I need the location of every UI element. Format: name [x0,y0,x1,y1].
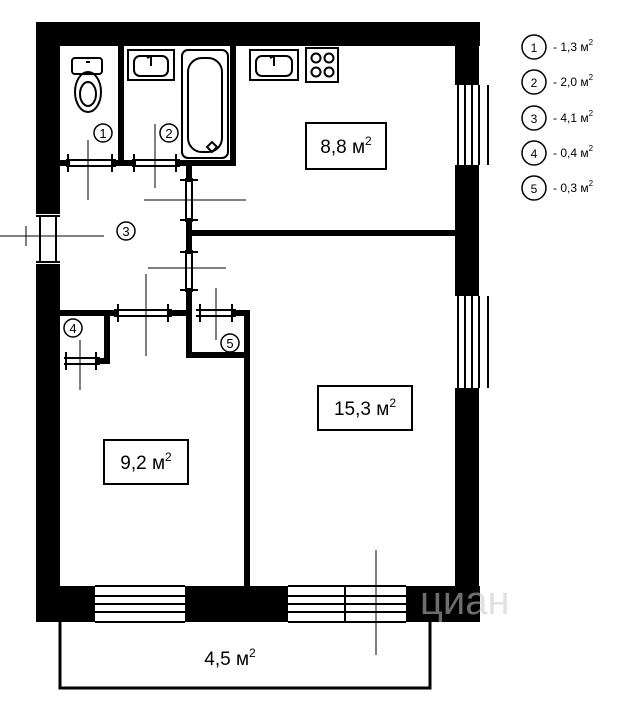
balcony-area-label: 4,5 м2 [204,646,256,670]
interior-walls [60,46,455,586]
svg-text:9,2 м2: 9,2 м2 [120,450,172,474]
legend-item-3: 3 - 4,1 м2 [521,105,594,131]
svg-text:- 0,4 м2: - 0,4 м2 [553,144,594,160]
living-area-label: 15,3 м2 [317,385,413,431]
kitchen-area-label: 8,8 м2 [305,122,387,170]
room-marker-1: 1 [93,123,113,143]
svg-text:15,3 м2: 15,3 м2 [334,396,396,420]
svg-text:2: 2 [531,76,538,90]
bathtub-icon [181,49,229,159]
legend-item-1: 1 - 1,3 м2 [521,34,594,60]
svg-text:4: 4 [531,147,538,161]
svg-text:5: 5 [226,336,233,351]
kitchen-sink-icon [249,49,299,81]
legend-item-2: 2 - 2,0 м2 [521,69,594,95]
svg-text:8,8 м2: 8,8 м2 [320,134,372,158]
watermark: циан [420,579,510,623]
door-markers [64,124,246,390]
sink-icon [127,49,175,81]
entrance-opening [0,214,104,264]
outer-walls [36,22,480,622]
right-windows [455,85,489,388]
bottom-windows [95,550,406,655]
svg-text:2: 2 [165,126,172,141]
room-marker-2: 2 [159,123,179,143]
bedroom-area-label: 9,2 м2 [103,439,189,485]
svg-text:4: 4 [69,321,76,336]
legend-item-4: 4 - 0,4 м2 [521,140,594,166]
stove-icon [305,47,339,83]
svg-text:- 4,1 м2: - 4,1 м2 [553,109,594,125]
svg-text:- 0,3 м2: - 0,3 м2 [553,179,594,195]
legend-item-5: 5 - 0,3 м2 [521,175,594,201]
svg-text:4,5 м2: 4,5 м2 [204,646,256,670]
toilet-icon [71,57,103,113]
svg-text:1: 1 [99,126,106,141]
legend: 1 - 1,3 м2 2 - 2,0 м2 3 - 4,1 м2 4 - 0,4… [521,34,594,201]
svg-text:3: 3 [531,112,538,126]
room-marker-3: 3 [116,221,136,241]
svg-text:5: 5 [531,182,538,196]
room-marker-4: 4 [63,318,83,338]
svg-text:- 1,3 м2: - 1,3 м2 [553,38,594,54]
svg-text:3: 3 [122,224,129,239]
svg-text:1: 1 [531,41,538,55]
svg-text:- 2,0 м2: - 2,0 м2 [553,73,594,89]
room-marker-5: 5 [220,333,240,353]
